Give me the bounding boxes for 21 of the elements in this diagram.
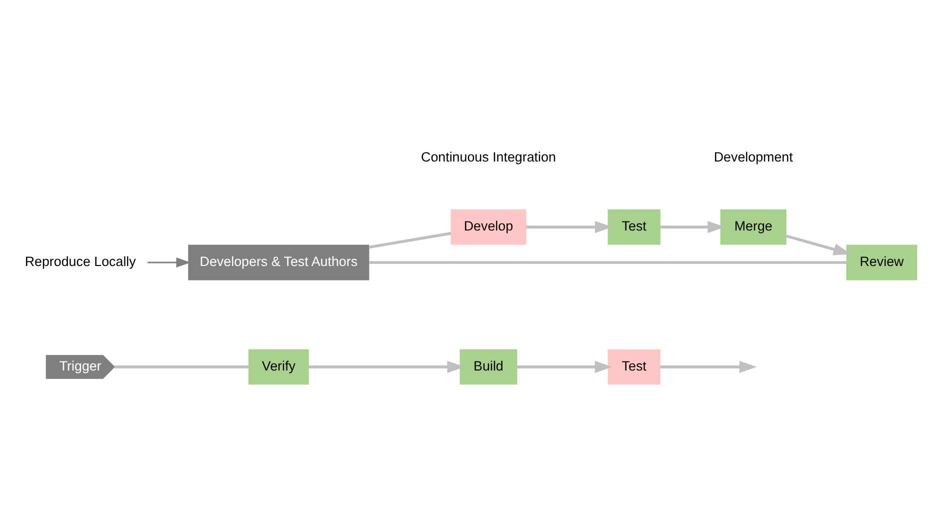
connector [368, 232, 452, 249]
node-text: Reproduce Locally [24, 254, 136, 270]
arrow [526, 221, 612, 234]
arrow [786, 234, 851, 256]
label: Continuous Integration [421, 150, 556, 165]
node-box: Review [846, 244, 918, 280]
node-box: Verify [248, 349, 309, 385]
node-box: Merge [720, 209, 786, 245]
label: Development [714, 150, 793, 165]
arrow [516, 360, 612, 373]
node-box: Test [608, 349, 660, 385]
node-box: Test [608, 209, 660, 245]
node-box: Develop [450, 209, 526, 245]
connector [368, 261, 847, 264]
arrow [308, 360, 465, 373]
arrow [660, 221, 725, 234]
node-box: Build [460, 349, 518, 385]
connector [114, 365, 249, 368]
arrow [148, 257, 191, 268]
arrow [660, 360, 757, 373]
node-box: Developers & Test Authors [188, 244, 370, 280]
